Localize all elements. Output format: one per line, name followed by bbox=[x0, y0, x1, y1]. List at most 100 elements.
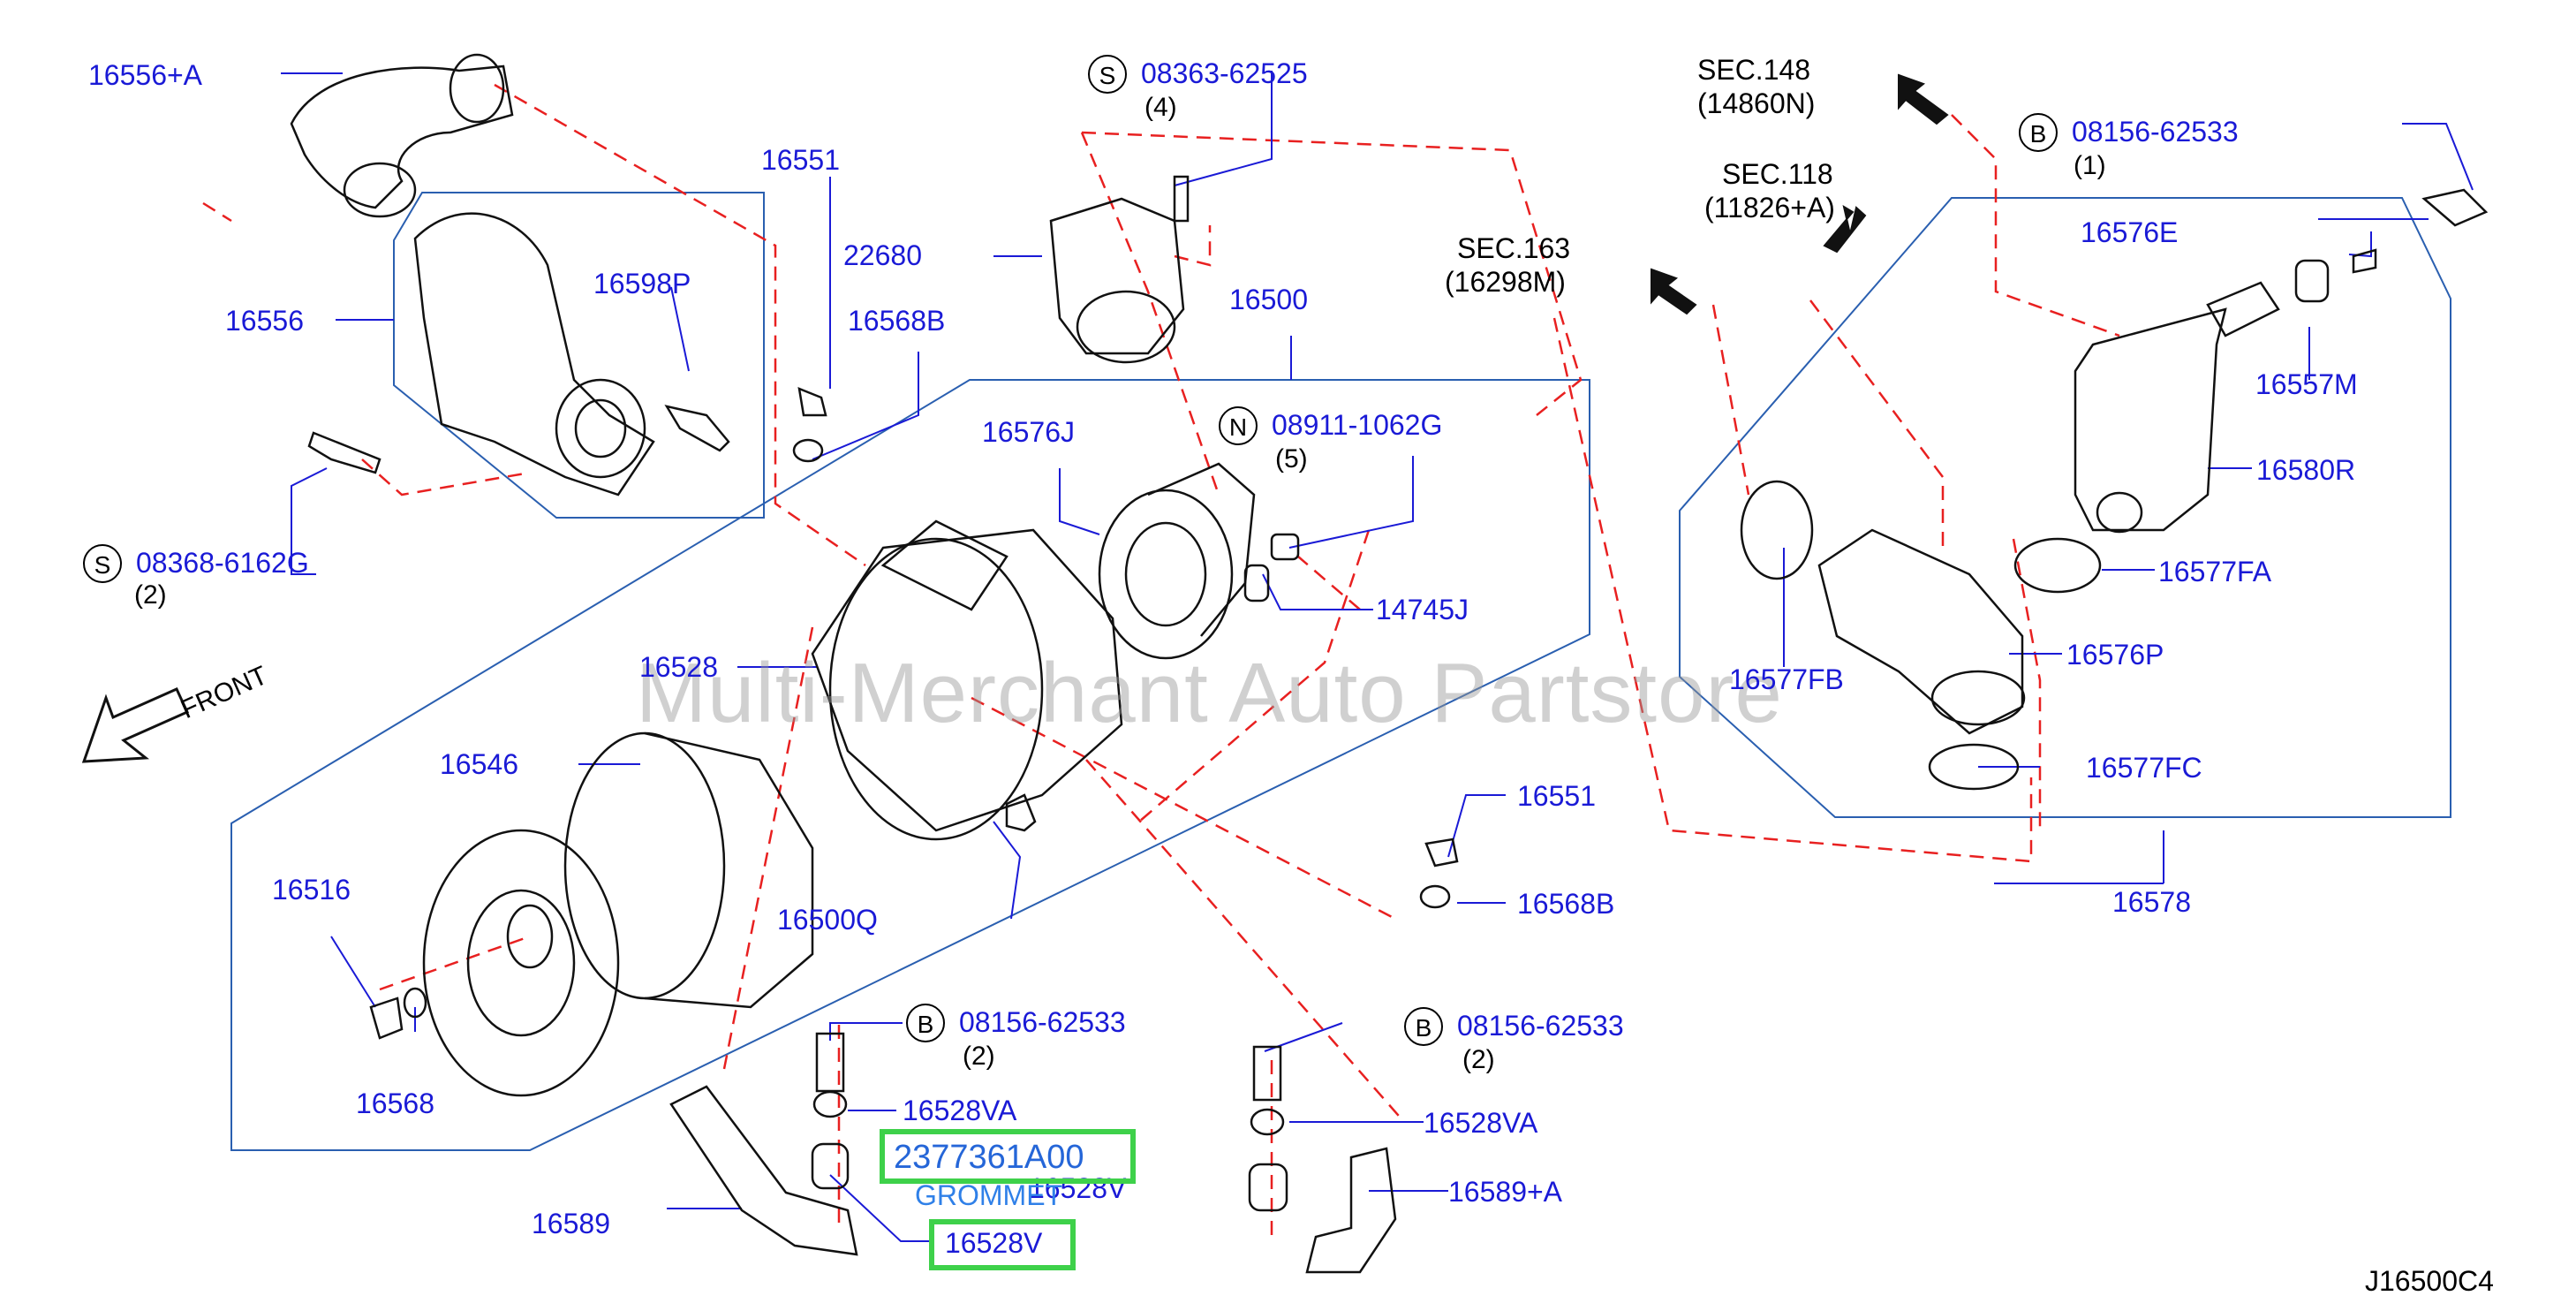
part-label-16551-b[interactable]: 16551 bbox=[1517, 780, 1596, 812]
fastener-part-08156-top[interactable]: 08156-62533 bbox=[2072, 116, 2239, 148]
clip-16551-b bbox=[1424, 837, 1459, 868]
collar-16576E bbox=[2352, 248, 2377, 274]
flange-16576J-inner bbox=[1124, 521, 1207, 627]
part-label-16556[interactable]: 16556 bbox=[225, 305, 304, 337]
part-label-16557M[interactable]: 16557M bbox=[2255, 368, 2358, 400]
wing-nut-16516 bbox=[369, 997, 404, 1040]
part-label-16546[interactable]: 16546 bbox=[440, 748, 518, 780]
clamp-16577FA bbox=[2013, 537, 2102, 594]
part-label-16516[interactable]: 16516 bbox=[272, 874, 351, 906]
part-label-16589[interactable]: 16589 bbox=[532, 1208, 610, 1239]
part-label-16500[interactable]: 16500 bbox=[1229, 284, 1308, 315]
fastener-part-08911[interactable]: 08911-1062G bbox=[1272, 409, 1443, 441]
filter-element-16546-front bbox=[563, 731, 726, 1000]
sec163-label: SEC.163 bbox=[1457, 232, 1571, 264]
washer-16568B-b bbox=[1419, 884, 1451, 909]
hose-16576P-outlet bbox=[1930, 670, 2026, 726]
highlight-part-name: GROMMET bbox=[915, 1179, 1063, 1211]
washer-16528VA-right bbox=[1250, 1108, 1285, 1136]
assembly-box-16556 bbox=[393, 192, 765, 519]
front-arrow-icon bbox=[81, 687, 189, 763]
sensor-16598P bbox=[664, 405, 730, 452]
bolt-08156-right bbox=[1252, 1045, 1282, 1102]
grommet-16528V-left bbox=[811, 1142, 850, 1190]
fastener-qty-08156-top: (1) bbox=[2074, 151, 2106, 180]
duct-16556-flange bbox=[555, 378, 646, 479]
part-label-16598P[interactable]: 16598P bbox=[593, 268, 691, 299]
sec148-code: (14860N) bbox=[1697, 87, 1816, 119]
air-cleaner-body-16500 bbox=[811, 528, 1123, 832]
part-label-16551-a[interactable]: 16551 bbox=[761, 144, 840, 176]
fastener-circle-s-08363: S bbox=[1088, 55, 1127, 94]
part-label-16528VA-right[interactable]: 16528VA bbox=[1424, 1107, 1538, 1139]
resonator-16580R bbox=[2074, 307, 2227, 532]
part-label-16576P[interactable]: 16576P bbox=[2066, 639, 2164, 671]
highlight-ref-16528V[interactable]: 16528V bbox=[945, 1227, 1043, 1259]
airflow-meter-22680 bbox=[1049, 197, 1185, 355]
clamp-16577FB bbox=[1740, 480, 1814, 580]
duct-16556A-end-top bbox=[449, 53, 505, 124]
fastener-circle-n-08911: N bbox=[1219, 406, 1258, 445]
filter-element-16546-body bbox=[644, 731, 814, 1009]
washer-16568B-a bbox=[792, 438, 824, 463]
nut-N-08911 bbox=[1270, 533, 1300, 561]
part-label-16528[interactable]: 16528 bbox=[639, 651, 718, 683]
fastener-part-08363[interactable]: 08363-62525 bbox=[1141, 57, 1308, 89]
diagram-code: J16500C4 bbox=[2365, 1265, 2494, 1297]
resonator-16580R-flange bbox=[2206, 281, 2280, 337]
bracket-16589 bbox=[669, 1085, 858, 1256]
arrow-sec163 bbox=[1651, 268, 1697, 315]
fastener-circle-b-08156-left: B bbox=[906, 1004, 945, 1042]
part-label-16568[interactable]: 16568 bbox=[356, 1087, 434, 1119]
alignment-lines bbox=[202, 83, 2120, 1237]
cover-16516-hub bbox=[506, 904, 554, 969]
fastener-circle-b-08156-right: B bbox=[1404, 1007, 1443, 1046]
highlight-box-ref[interactable] bbox=[929, 1219, 1076, 1270]
assembly-box-16578 bbox=[1679, 197, 2451, 818]
part-label-16577FC[interactable]: 16577FC bbox=[2086, 752, 2202, 784]
part-illustrations bbox=[290, 53, 2489, 1274]
bolt-08156-left bbox=[815, 1032, 845, 1093]
arrow-sec118 bbox=[1823, 204, 1867, 254]
fastener-part-08368[interactable]: 08368-6162G bbox=[136, 547, 309, 579]
part-label-16577FB[interactable]: 16577FB bbox=[1729, 663, 1844, 695]
cover-16516-inner bbox=[466, 889, 576, 1037]
bolt-08368 bbox=[307, 431, 381, 474]
air-cleaner-inlet bbox=[880, 519, 1008, 611]
part-label-16577FA[interactable]: 16577FA bbox=[2158, 556, 2272, 587]
washer-16568 bbox=[403, 987, 427, 1019]
sec118-label: SEC.118 bbox=[1722, 158, 1833, 190]
hose-16576P bbox=[1817, 528, 2024, 735]
grommet-16528V-right bbox=[1248, 1163, 1288, 1212]
part-label-22680[interactable]: 22680 bbox=[843, 239, 922, 271]
part-label-16528VA-left[interactable]: 16528VA bbox=[903, 1095, 1017, 1126]
duct-16556A-end-bottom bbox=[343, 162, 417, 218]
sec-arrows bbox=[1651, 73, 1949, 315]
bolt-08156-top-right bbox=[2421, 188, 2489, 227]
airflow-meter-flange bbox=[1076, 290, 1176, 364]
clamp-16577FC bbox=[1928, 743, 2020, 791]
part-label-16528V-right[interactable]: 16528V bbox=[1029, 1172, 1127, 1204]
part-label-16500Q[interactable]: 16500Q bbox=[777, 904, 878, 936]
arrow-sec148 bbox=[1898, 73, 1949, 125]
part-label-16589A[interactable]: 16589+A bbox=[1448, 1176, 1563, 1208]
highlight-box-part-number[interactable] bbox=[880, 1129, 1136, 1184]
highlight-part-number[interactable]: 2377361A00 bbox=[894, 1139, 1084, 1176]
sec163-code: (16298M) bbox=[1445, 266, 1566, 298]
part-label-16580R[interactable]: 16580R bbox=[2256, 454, 2356, 486]
part-label-14745J[interactable]: 14745J bbox=[1376, 594, 1469, 625]
sec118-code: (11826+A) bbox=[1704, 192, 1835, 224]
part-label-16568B-b[interactable]: 16568B bbox=[1517, 888, 1615, 920]
part-label-16576E[interactable]: 16576E bbox=[2081, 216, 2179, 248]
part-label-16576J[interactable]: 16576J bbox=[982, 416, 1075, 448]
flange-16576J-body bbox=[1147, 462, 1256, 637]
part-label-16568B-a[interactable]: 16568B bbox=[848, 305, 946, 337]
part-label-16556A[interactable]: 16556+A bbox=[88, 59, 203, 91]
fastener-part-08156-right[interactable]: 08156-62533 bbox=[1457, 1010, 1624, 1042]
clip-16551-a bbox=[797, 387, 827, 417]
fastener-part-08156-left[interactable]: 08156-62533 bbox=[959, 1006, 1126, 1038]
washer-16528VA-left bbox=[812, 1090, 848, 1118]
part-label-16578[interactable]: 16578 bbox=[2112, 886, 2191, 918]
collar-14745J bbox=[1243, 564, 1270, 602]
